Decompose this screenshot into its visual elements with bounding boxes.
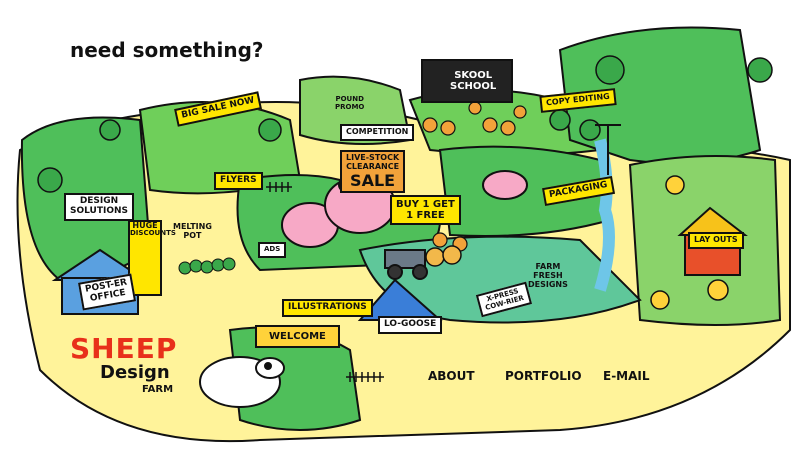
melting-pot-line2: POT — [183, 231, 202, 240]
farm-fresh-line2: FRESH — [533, 271, 563, 280]
ads-sign[interactable]: ADS — [258, 242, 287, 258]
farm-fresh-line1: FARM — [535, 262, 561, 271]
nav-email[interactable]: E-MAIL — [603, 369, 650, 383]
livestock-line2: CLEARANCE — [346, 161, 400, 171]
buy1-line1: BUY 1 GET — [396, 199, 455, 210]
illustrations-sign[interactable]: ILLUSTRATIONS — [282, 299, 373, 317]
chicks — [422, 101, 527, 252]
fences — [266, 182, 384, 382]
nav-about[interactable]: ABOUT — [428, 369, 475, 383]
logo-line1: SHEEP — [70, 332, 178, 365]
huge-discounts-sign[interactable]: HUGE DISCOUNTS — [128, 220, 176, 296]
sheep — [199, 356, 285, 408]
caterpillar — [178, 257, 236, 275]
huge-discounts-line2: DISCOUNTS — [130, 229, 176, 238]
logo-line2: Design — [100, 362, 170, 383]
river — [594, 138, 615, 292]
skool-line1: SKOOL — [454, 70, 493, 81]
livestock-clearance-sign[interactable]: LIVE-STOCK CLEARANCE SALE — [340, 150, 406, 194]
headline: need something? — [70, 38, 264, 62]
melting-pot-line1: MELTING — [173, 222, 212, 231]
welcome-sign[interactable]: WELCOME — [255, 325, 340, 348]
yellow-chicks — [650, 175, 729, 310]
skool-sign[interactable]: SKOOL SCHOOL — [450, 70, 496, 92]
pound-promo-line2: PROMO — [335, 103, 365, 111]
hay-bales — [425, 245, 462, 267]
lo-goose-sign[interactable]: LO-GOOSE — [378, 316, 443, 334]
farm-fresh-line3: DESIGNS — [528, 280, 568, 289]
chalkboard — [421, 59, 513, 103]
lay-outs-sign[interactable]: LAY OUTS — [688, 232, 744, 249]
livestock-line1: LIVE-STOCK — [346, 153, 400, 162]
pound-promo-line1: POUND — [335, 95, 364, 103]
huge-discounts-line1: HUGE — [132, 221, 158, 230]
melting-pot-sign[interactable]: MELTING POT — [173, 222, 212, 240]
windmill — [595, 124, 621, 175]
pound-promo-sign: POUND PROMO — [335, 95, 364, 111]
flyers-sign[interactable]: FLYERS — [214, 172, 263, 190]
buy-one-get-one-sign[interactable]: BUY 1 GET 1 FREE — [390, 195, 461, 225]
buy1-line2: 1 FREE — [406, 210, 445, 221]
design-solutions-line1: DESIGN — [79, 196, 119, 206]
sheep-design-farm-logo[interactable]: SHEEP Design FARM — [70, 332, 210, 402]
logo-line3: FARM — [142, 384, 174, 395]
tractor — [384, 249, 428, 280]
trees — [37, 55, 773, 193]
sale-text: SALE — [350, 170, 396, 190]
farm-fresh-sign[interactable]: FARM FRESH DESIGNS — [528, 262, 568, 289]
design-solutions-line2: SOLUTIONS — [70, 205, 129, 216]
skool-line2: SCHOOL — [450, 81, 497, 92]
design-solutions-sign[interactable]: DESIGN SOLUTIONS — [64, 193, 135, 221]
nav-portfolio[interactable]: PORTFOLIO — [505, 369, 582, 383]
competition-sign[interactable]: COMPETITION — [340, 124, 415, 141]
